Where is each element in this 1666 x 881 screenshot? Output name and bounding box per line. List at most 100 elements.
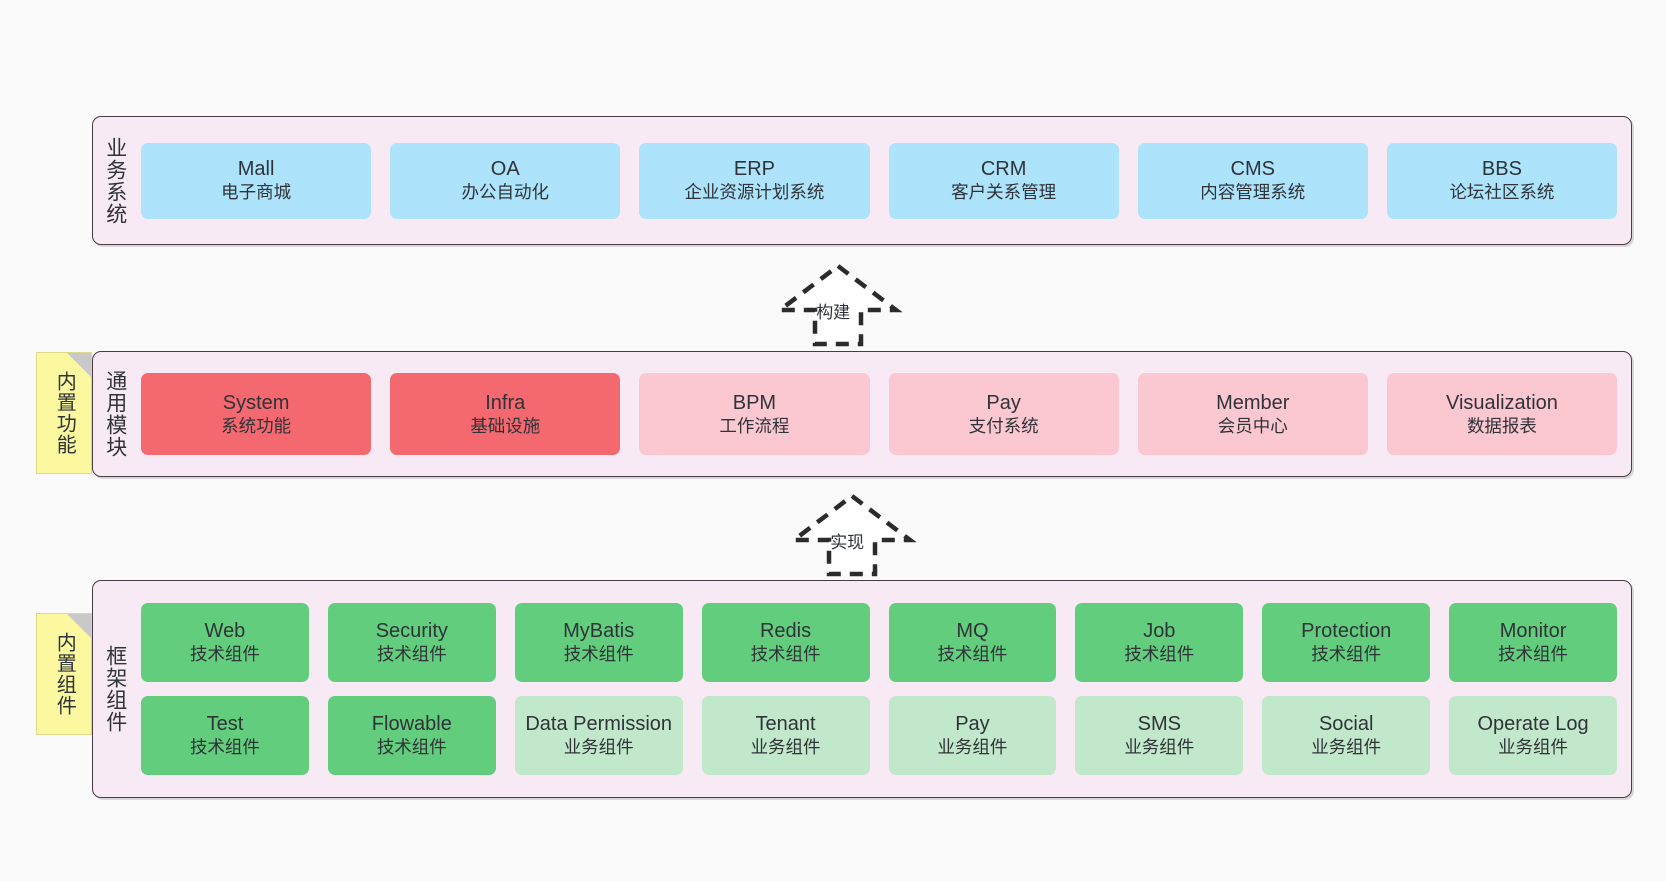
- node-subtitle: 技术组件: [1311, 644, 1382, 665]
- node-subtitle: 技术组件: [376, 737, 447, 758]
- layer-label-business: 业务系统: [103, 136, 127, 225]
- node-subtitle: 办公自动化: [461, 182, 550, 203]
- folded-corner-icon: [67, 353, 91, 377]
- sticky-note-builtin-components: 内置组件: [36, 613, 92, 735]
- node-title: System: [222, 391, 290, 414]
- node-title: Monitor: [1499, 620, 1567, 643]
- node-bbs[interactable]: BBS 论坛社区系统: [1386, 142, 1618, 219]
- node-title: Pay: [986, 391, 1021, 414]
- layer-body-framework: Web 技术组件 Security 技术组件 MyBatis 技术组件 Redi…: [137, 581, 1631, 797]
- layer-body-modules: System 系统功能 Infra 基础设施 BPM 工作流程 Pay 支付系统…: [137, 352, 1631, 476]
- node-oa[interactable]: OA 办公自动化: [390, 142, 621, 219]
- node-title: Redis: [759, 620, 812, 643]
- node-title: Tenant: [755, 713, 816, 736]
- node-subtitle: 技术组件: [750, 644, 821, 665]
- node-title: SMS: [1137, 713, 1181, 736]
- node-web[interactable]: Web 技术组件: [141, 603, 309, 682]
- node-test[interactable]: Test 技术组件: [141, 696, 309, 775]
- node-title: Data Permission: [525, 713, 673, 736]
- node-pay-component[interactable]: Pay 业务组件: [888, 696, 1057, 775]
- node-redis[interactable]: Redis 技术组件: [701, 603, 870, 682]
- node-bpm[interactable]: BPM 工作流程: [639, 373, 870, 455]
- node-title: BPM: [732, 391, 777, 414]
- node-title: OA: [490, 158, 520, 181]
- node-subtitle: 技术组件: [1124, 644, 1195, 665]
- node-title: Protection: [1301, 620, 1392, 643]
- layer-label-framework: 框架组件: [103, 645, 127, 733]
- connector-build: 构建: [758, 262, 918, 348]
- node-subtitle: 技术组件: [376, 644, 447, 665]
- node-subtitle: 会员中心: [1217, 415, 1288, 436]
- node-flowable[interactable]: Flowable 技术组件: [327, 696, 496, 775]
- node-operate-log[interactable]: Operate Log 业务组件: [1449, 696, 1617, 775]
- node-infra[interactable]: Infra 基础设施: [390, 373, 621, 455]
- node-cms[interactable]: CMS 内容管理系统: [1137, 142, 1368, 219]
- node-job[interactable]: Job 技术组件: [1075, 603, 1244, 682]
- dashed-hollow-arrow-icon: [787, 493, 917, 577]
- node-title: Mall: [237, 158, 275, 181]
- node-tenant[interactable]: Tenant 业务组件: [701, 696, 870, 775]
- node-title: MQ: [956, 620, 989, 643]
- layer-body-business: Mall 电子商城 OA 办公自动化 ERP 企业资源计划系统 CRM 客户关系…: [137, 117, 1631, 244]
- connector-implement: 实现: [772, 492, 932, 578]
- connector-label: 实现: [830, 533, 865, 552]
- node-monitor[interactable]: Monitor 技术组件: [1449, 603, 1617, 682]
- node-subtitle: 业务组件: [1498, 737, 1569, 758]
- node-subtitle: 论坛社区系统: [1449, 182, 1555, 203]
- node-title: MyBatis: [563, 620, 635, 643]
- node-protection[interactable]: Protection 技术组件: [1262, 603, 1431, 682]
- framework-tech-row: Web 技术组件 Security 技术组件 MyBatis 技术组件 Redi…: [141, 603, 1617, 682]
- node-title: Job: [1143, 620, 1176, 643]
- node-title: Infra: [485, 391, 526, 414]
- node-title: Visualization: [1445, 391, 1558, 414]
- node-data-permission[interactable]: Data Permission 业务组件: [514, 696, 683, 775]
- node-title: Operate Log: [1477, 713, 1589, 736]
- node-mq[interactable]: MQ 技术组件: [888, 603, 1057, 682]
- node-title: BBS: [1481, 158, 1522, 181]
- node-title: CRM: [980, 158, 1027, 181]
- node-social[interactable]: Social 业务组件: [1262, 696, 1431, 775]
- node-subtitle: 系统功能: [221, 415, 292, 436]
- node-pay[interactable]: Pay 支付系统: [888, 373, 1119, 455]
- sticky-note-label: 内置组件: [53, 632, 76, 716]
- node-subtitle: 工作流程: [719, 415, 790, 436]
- node-subtitle: 业务组件: [1311, 737, 1382, 758]
- node-system[interactable]: System 系统功能: [141, 373, 372, 455]
- node-title: Member: [1216, 391, 1290, 414]
- node-title: Test: [206, 713, 244, 736]
- node-sms[interactable]: SMS 业务组件: [1075, 696, 1244, 775]
- node-subtitle: 内容管理系统: [1200, 182, 1306, 203]
- node-subtitle: 业务组件: [1124, 737, 1195, 758]
- node-visualization[interactable]: Visualization 数据报表: [1386, 373, 1618, 455]
- node-subtitle: 基础设施: [470, 415, 541, 436]
- node-subtitle: 技术组件: [189, 644, 260, 665]
- node-title: ERP: [733, 158, 775, 181]
- node-title: CMS: [1230, 158, 1275, 181]
- node-subtitle: 数据报表: [1466, 415, 1537, 436]
- node-title: Social: [1318, 713, 1374, 736]
- node-mybatis[interactable]: MyBatis 技术组件: [514, 603, 683, 682]
- layer-business-systems: 业务系统 Mall 电子商城 OA 办公自动化 ERP 企业资源计划系统 CRM…: [92, 116, 1632, 245]
- node-title: Web: [204, 620, 246, 643]
- node-member[interactable]: Member 会员中心: [1137, 373, 1368, 455]
- node-subtitle: 技术组件: [937, 644, 1008, 665]
- connector-label: 构建: [816, 303, 851, 322]
- folded-corner-icon: [67, 614, 91, 638]
- layer-framework-components: 框架组件 Web 技术组件 Security 技术组件 MyBatis 技术组件…: [92, 580, 1632, 798]
- node-title: Pay: [955, 713, 990, 736]
- layer-label-modules: 通用模块: [103, 370, 127, 458]
- node-security[interactable]: Security 技术组件: [327, 603, 496, 682]
- module-node-row: System 系统功能 Infra 基础设施 BPM 工作流程 Pay 支付系统…: [141, 373, 1618, 455]
- dashed-hollow-arrow-icon: [773, 263, 903, 347]
- node-subtitle: 技术组件: [563, 644, 634, 665]
- layer-common-modules: 通用模块 System 系统功能 Infra 基础设施 BPM 工作流程 Pay…: [92, 351, 1632, 477]
- node-subtitle: 企业资源计划系统: [684, 182, 825, 203]
- node-subtitle: 业务组件: [563, 737, 634, 758]
- node-subtitle: 客户关系管理: [951, 182, 1057, 203]
- sticky-note-builtin-functions: 内置功能: [36, 352, 92, 474]
- node-mall[interactable]: Mall 电子商城: [141, 142, 372, 219]
- node-crm[interactable]: CRM 客户关系管理: [888, 142, 1119, 219]
- node-erp[interactable]: ERP 企业资源计划系统: [639, 142, 870, 219]
- node-subtitle: 业务组件: [937, 737, 1008, 758]
